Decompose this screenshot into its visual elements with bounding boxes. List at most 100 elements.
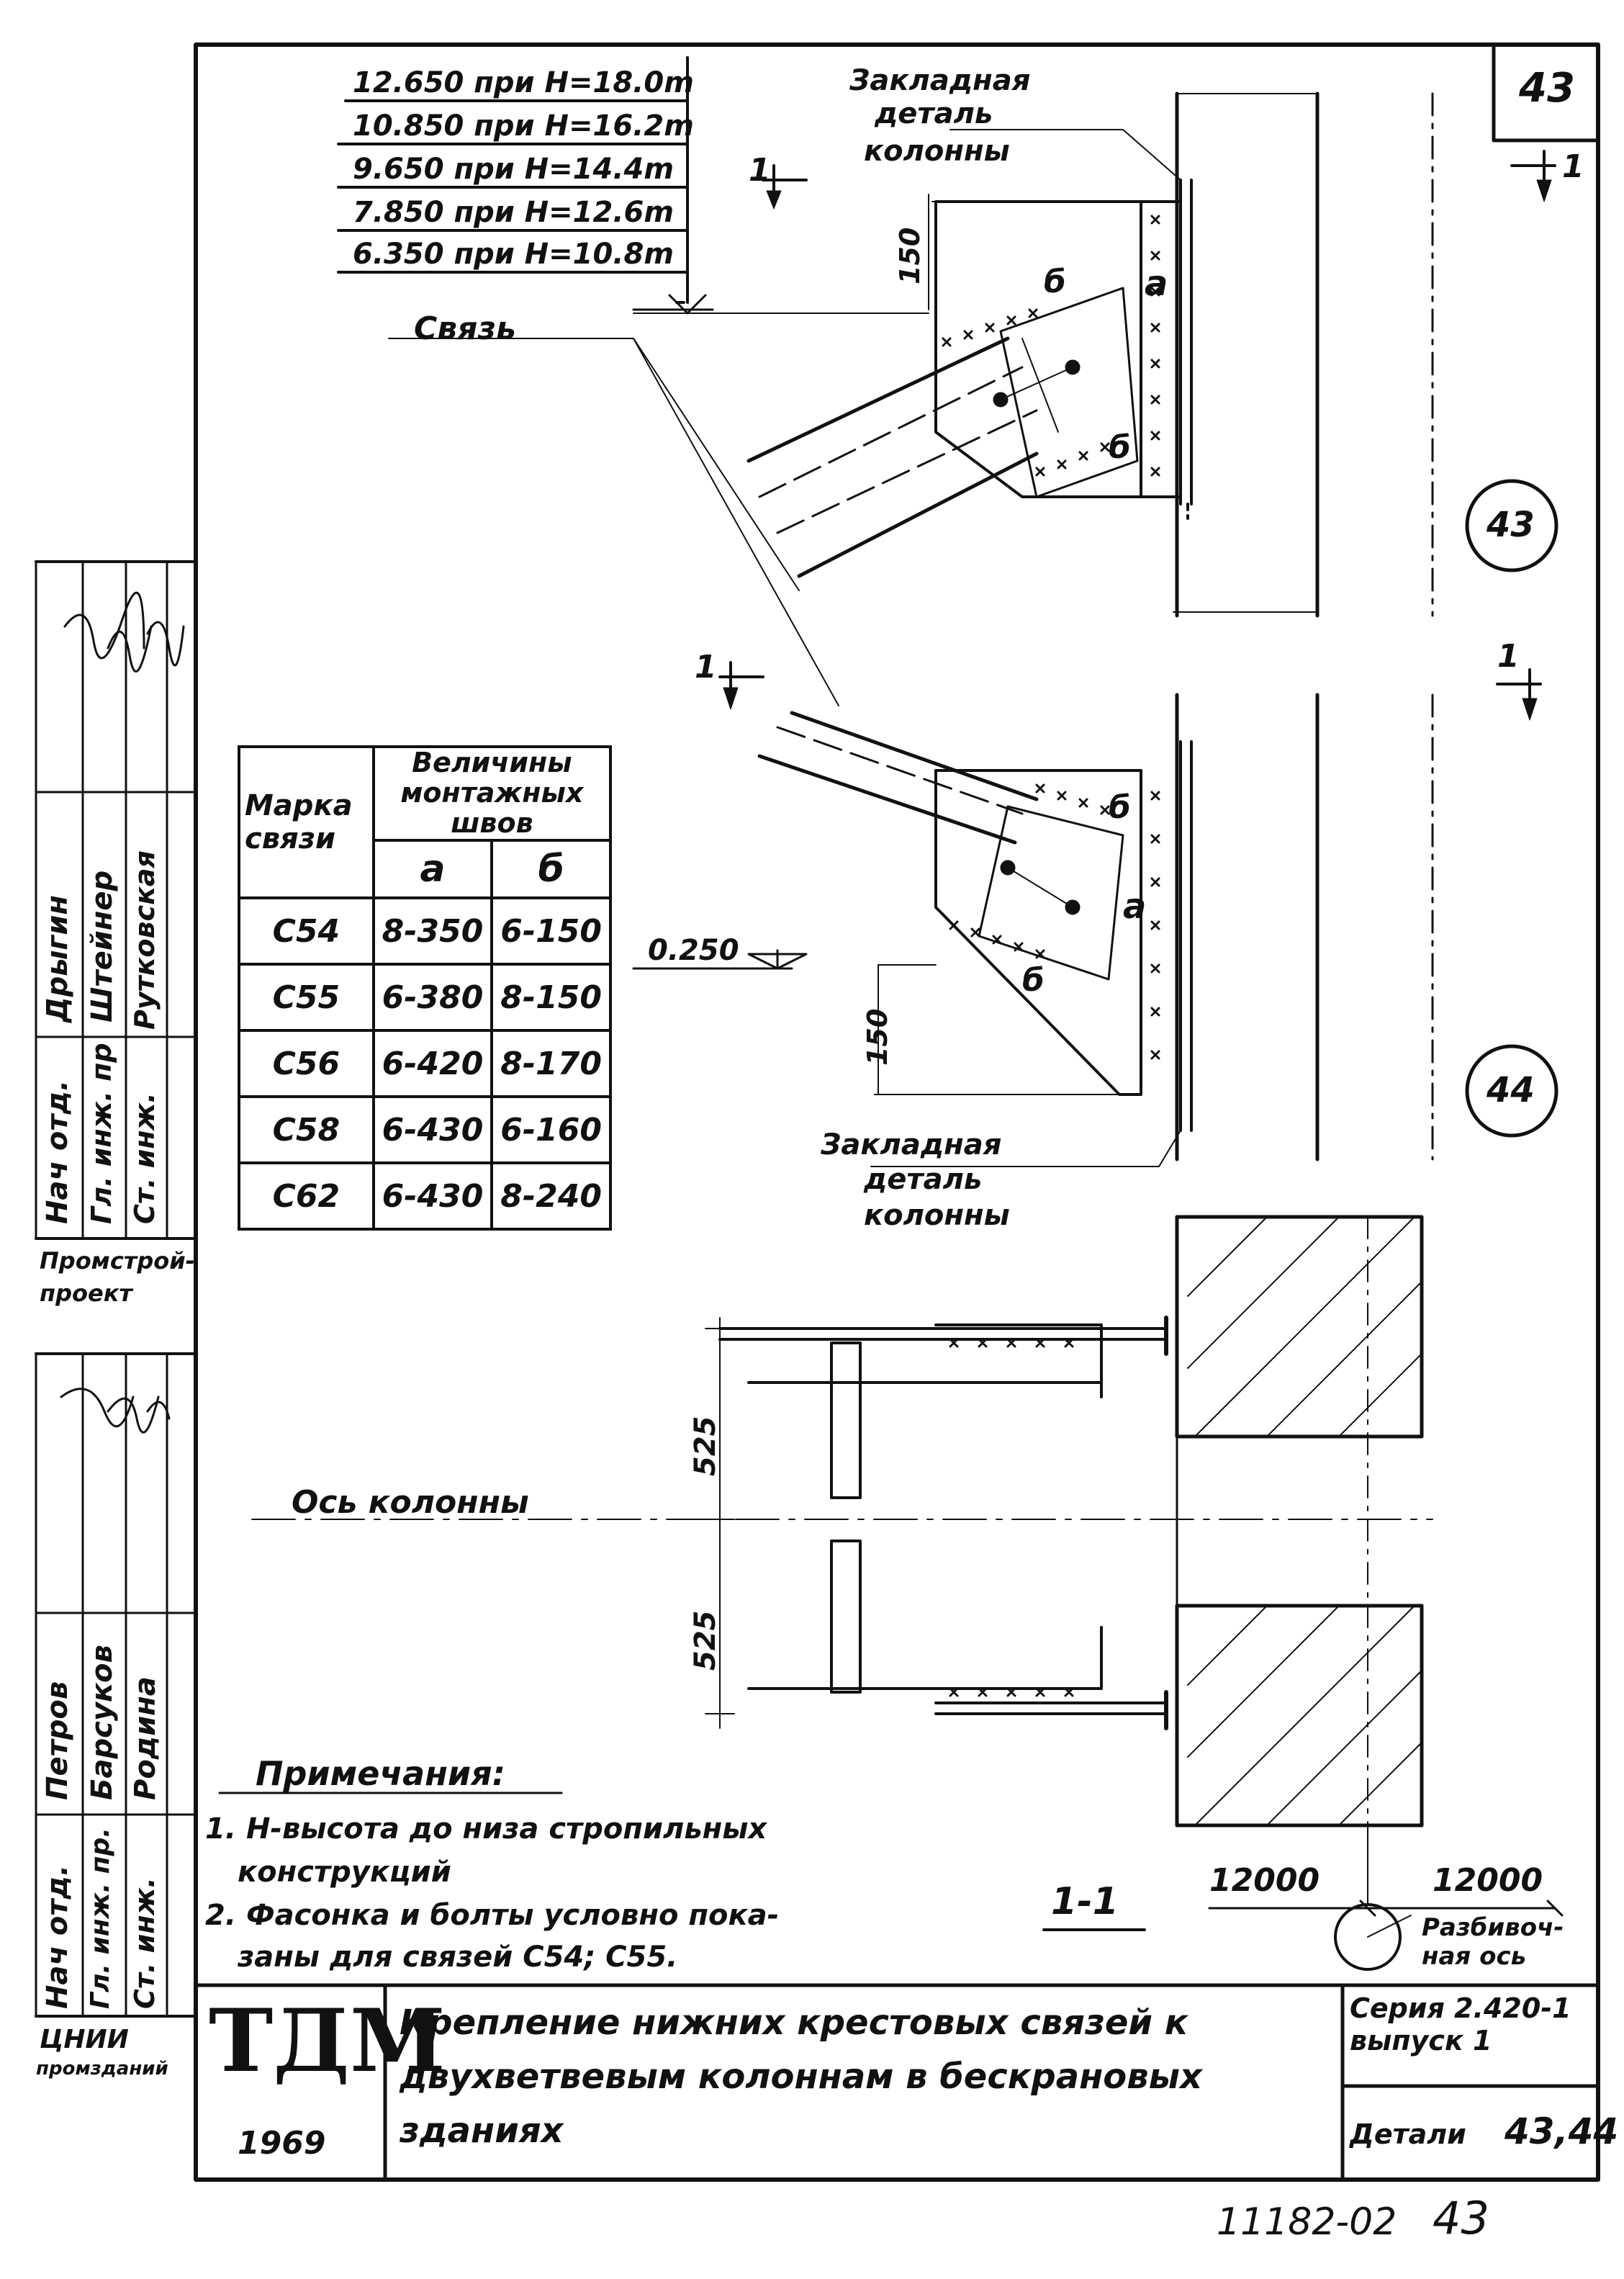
side-role: Нач отд.	[41, 1079, 74, 1224]
section-mark-lower-right: 1	[1497, 638, 1520, 675]
cell-b: 8-240	[490, 1161, 612, 1231]
dim-150-bottom: 150	[862, 1008, 893, 1066]
cell-a: 6-420	[371, 1029, 494, 1098]
weld-b-label-bottom: б	[1109, 789, 1131, 826]
weld-b-label-bottom-2: б	[1022, 962, 1045, 999]
sheet-number: 43	[1519, 65, 1575, 112]
note-line: заны для связей С54; С55.	[238, 1941, 678, 1974]
table-header-a: a	[371, 839, 494, 899]
table-row: С62 6-430 8-240	[238, 1161, 612, 1231]
table-row: С56 6-420 8-170	[238, 1029, 612, 1098]
table-header-values-2: монтажных	[400, 777, 584, 809]
embedded-part-label-bottom-2: деталь	[864, 1163, 983, 1196]
detail-value: 43,44	[1505, 2111, 1619, 2152]
brace-label: Связь	[414, 310, 516, 347]
cell-b: 8-150	[490, 963, 612, 1032]
side-name: Рутковская	[129, 850, 161, 1030]
side-name: Петров	[41, 1681, 74, 1800]
side-role: Гл. инж. пр.	[86, 1828, 115, 2009]
detail-43-circle: 43	[1487, 505, 1535, 545]
side-org-lower-2: промзданий	[36, 2058, 168, 2080]
section-mark-top-left: 1	[749, 152, 771, 189]
footer-code: 11182-02	[1217, 2201, 1397, 2244]
detail-44-circle: 44	[1487, 1070, 1535, 1110]
embedded-part-label-top-2: деталь	[875, 97, 993, 130]
side-name: Родина	[129, 1676, 162, 1800]
level-0250: 0.250	[648, 934, 739, 967]
side-role: Ст. инж.	[129, 1877, 161, 2009]
section-title: 1-1	[1051, 1880, 1119, 1923]
table-header-mark: Марка связи	[238, 745, 375, 899]
height-row: 9.650 при H=14.4m	[353, 153, 675, 186]
height-row: 7.850 при H=12.6m	[353, 196, 675, 229]
side-role: Гл. инж. пр	[86, 1043, 117, 1224]
weld-b-label-top-2: б	[1109, 429, 1131, 466]
embedded-part-label-bottom-3: колонны	[864, 1199, 1010, 1232]
weld-a-label-bottom: a	[1123, 886, 1147, 927]
side-role: Ст. инж.	[129, 1092, 161, 1224]
section-mark-lower-left: 1	[695, 649, 717, 686]
drawing-title-line: двухветвевым колоннам в бескрановых	[400, 2057, 1202, 2097]
series-label: Серия 2.420-1	[1350, 1992, 1571, 2024]
side-role: Нач отд.	[41, 1864, 74, 2009]
side-name: Штейнер	[86, 870, 119, 1022]
cell-b: 6-150	[490, 896, 612, 966]
column-axis-label: Ось колонны	[292, 1484, 529, 1521]
table-header-mark-2: связи	[245, 822, 335, 855]
drawing-title-line: Крепление нижних крестовых связей к	[400, 2002, 1188, 2043]
height-row: 6.350 при H=10.8m	[353, 238, 675, 271]
cell-b: 8-170	[490, 1029, 612, 1098]
dim-525-top: 525	[689, 1416, 722, 1477]
span-right: 12000	[1433, 1862, 1543, 1899]
notes-heading: Примечания:	[256, 1754, 506, 1793]
detail-label: Детали	[1350, 2118, 1466, 2150]
height-row: 10.850 при H=16.2m	[353, 109, 694, 143]
tdm-logo: ТДМ	[209, 1990, 446, 2092]
table-header-values-3: швов	[451, 806, 533, 839]
issue-label: выпуск 1	[1350, 2025, 1492, 2057]
span-left: 12000	[1209, 1862, 1320, 1899]
note-line: 2. Фасонка и болты условно пока-	[205, 1899, 780, 1932]
footer-page: 43	[1433, 2192, 1489, 2244]
cell-mark: С55	[238, 963, 375, 1032]
table-header-values-1: Величины	[412, 747, 572, 779]
cell-a: 6-430	[371, 1095, 494, 1164]
sheet-frame	[194, 42, 1600, 2182]
dim-150-top: 150	[894, 227, 926, 284]
side-name: Барсуков	[86, 1645, 119, 1800]
table-header-values: Величины монтажных швов	[371, 745, 613, 842]
cell-a: 6-430	[371, 1161, 494, 1231]
note-line: 1. H-высота до низа стропильных	[205, 1812, 767, 1846]
table-row: С54 8-350 6-150	[238, 896, 612, 966]
cell-mark: С58	[238, 1095, 375, 1164]
layout-axis-label-2: ная ось	[1422, 1942, 1527, 1971]
weld-table: Марка связи Величины монтажных швов a б …	[238, 745, 613, 1231]
cell-mark: С62	[238, 1161, 375, 1231]
cell-a: 6-380	[371, 963, 494, 1032]
dim-525-bottom: 525	[689, 1610, 722, 1671]
table-row: С58 6-430 6-160	[238, 1095, 612, 1164]
embedded-part-label-bottom-1: Закладная	[821, 1128, 1002, 1161]
layout-axis-label-1: Разбивоч-	[1422, 1913, 1564, 1942]
drawing-title-line: зданиях	[400, 2111, 564, 2151]
side-name: Дрыгин	[41, 895, 74, 1022]
note-line: конструкций	[238, 1856, 451, 1889]
weld-a-label-top: a	[1145, 264, 1168, 304]
cell-mark: С54	[238, 896, 375, 966]
section-mark-top-right: 1	[1562, 148, 1584, 185]
weld-b-label-top: б	[1044, 264, 1066, 300]
cell-b: 6-160	[490, 1095, 612, 1164]
cell-mark: С56	[238, 1029, 375, 1098]
embedded-part-label-top-1: Закладная	[849, 64, 1031, 97]
side-org-upper-1: Промстрой-	[40, 1247, 195, 1275]
stamp-year: 1969	[238, 2125, 326, 2162]
side-org-upper-2: проект	[40, 1280, 132, 1307]
embedded-part-label-top-3: колонны	[864, 135, 1010, 168]
side-org-lower-1: ЦНИИ	[40, 2025, 129, 2054]
cell-a: 8-350	[371, 896, 494, 966]
table-header-mark-1: Марка	[245, 789, 353, 822]
height-row: 12.650 при H=18.0m	[353, 66, 694, 99]
table-row: С55 6-380 8-150	[238, 963, 612, 1032]
table-header-b: б	[490, 839, 612, 899]
